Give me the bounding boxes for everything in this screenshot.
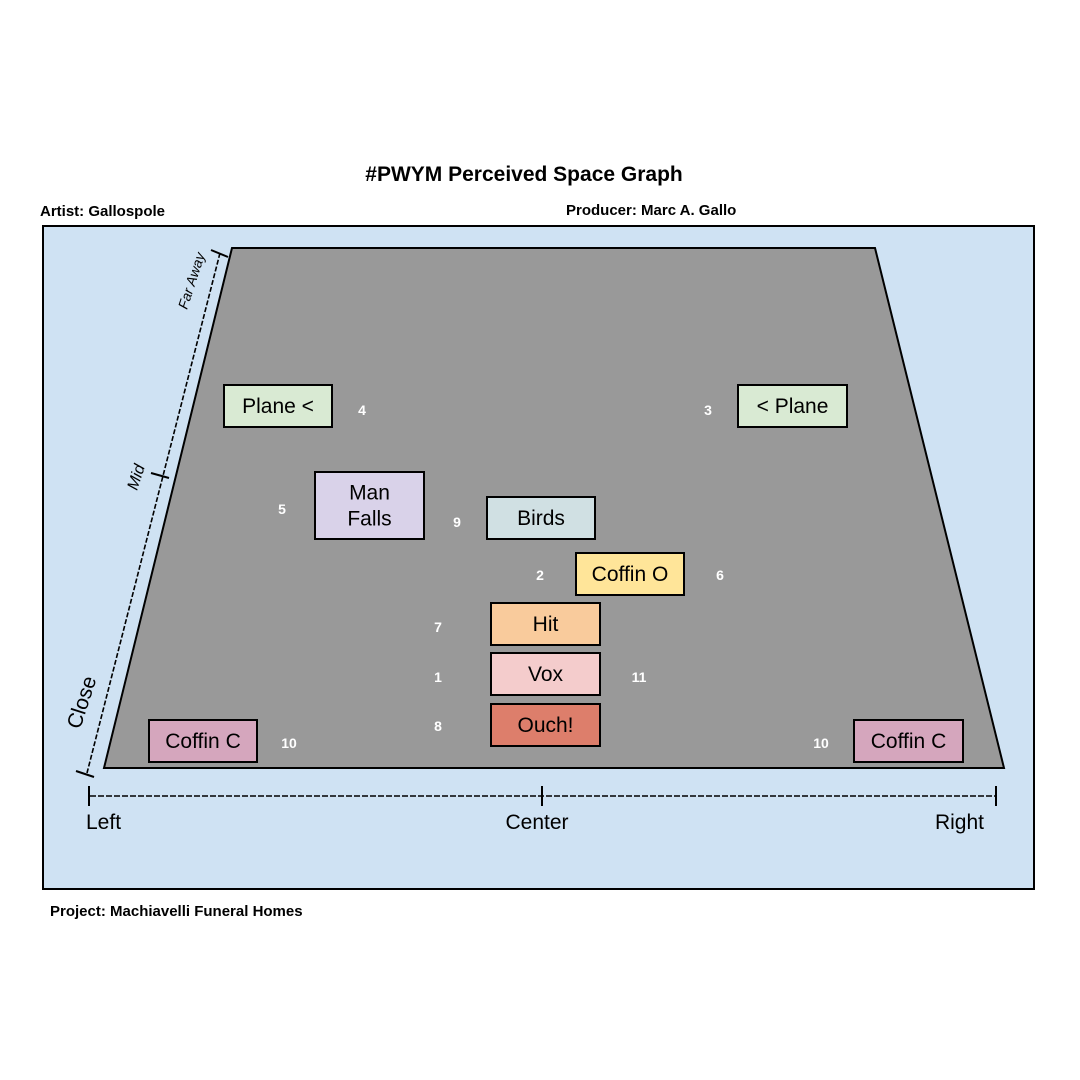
element-plane-right: < Plane 3 [704,384,848,428]
element-label: Birds [517,507,565,530]
element-label: Coffin C [165,730,240,753]
element-box [490,652,601,696]
element-box [737,384,848,428]
project-label: Project: Machiavelli Funeral Homes [50,903,303,920]
element-label: Coffin O [592,563,669,586]
graph-title: #PWYM Perceived Space Graph [365,163,682,186]
element-number: 8 [434,718,442,734]
element-plane-left: Plane < 4 [223,384,366,428]
element-coffin-c-right: Coffin C 10 [813,719,964,763]
element-label: Coffin C [871,730,946,753]
h-label-center: Center [505,811,568,834]
element-box [490,602,601,646]
element-birds: Birds 9 [453,496,596,540]
element-label: Hit [533,613,559,636]
element-number: 3 [704,402,712,418]
element-label: Vox [528,663,564,686]
element-number: 9 [453,514,461,530]
producer-label: Producer: Marc A. Gallo [566,202,736,219]
element-box [148,719,258,763]
element-box [575,552,685,596]
element-number: 10 [281,735,297,751]
element-number: 5 [278,501,286,517]
h-label-right: Right [935,811,984,834]
depth-axis-line [86,252,221,774]
element-coffin-o: Coffin O 2 6 [536,552,724,596]
depth-tick-mid [150,472,170,479]
element-label: Ouch! [517,714,573,737]
depth-tick-close [75,770,95,778]
element-number: 7 [434,619,442,635]
element-number: 1 [434,669,442,685]
element-box [853,719,964,763]
element-label: < Plane [757,395,829,418]
h-label-left: Left [86,811,121,834]
element-number: 11 [632,669,647,685]
element-coffin-c-left: Coffin C 10 [148,719,297,763]
element-number: 4 [358,402,366,418]
element-number: 2 [536,567,544,583]
element-ouch: Ouch! 8 [434,703,601,747]
element-box [223,384,333,428]
element-label: Man [349,482,390,505]
horizontal-axis: Left Center Right [86,786,997,834]
element-box [490,703,601,747]
element-box [314,471,425,540]
element-label: Falls [347,508,391,531]
element-number: 10 [813,735,829,751]
element-hit: Hit 7 [434,602,601,646]
element-label: Plane < [242,395,314,418]
artist-label: Artist: Gallospole [40,203,165,220]
element-number: 6 [716,567,724,583]
depth-tick-far [210,249,229,258]
element-box [486,496,596,540]
